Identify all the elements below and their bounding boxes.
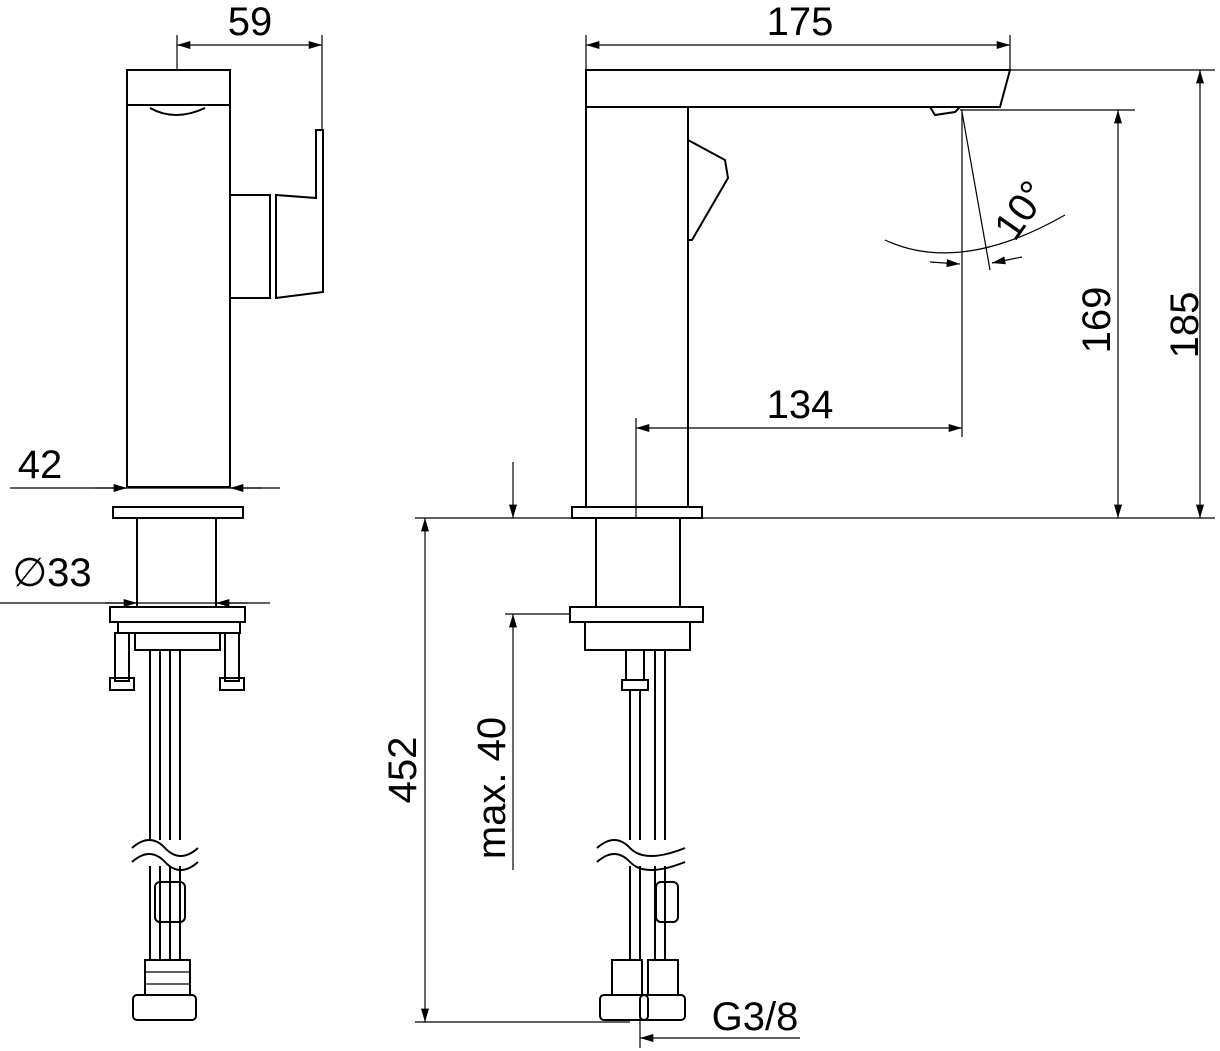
dim-spout-height: 169: [1075, 287, 1119, 354]
dim-spout-reach: 134: [767, 383, 834, 427]
dimension-lines: [0, 35, 1215, 1048]
dim-total-height: 185: [1163, 292, 1207, 359]
dim-max-counter-thickness: max. 40: [470, 717, 514, 859]
dim-hose-length: 452: [381, 737, 425, 804]
dim-connection-thread: G3/8: [712, 995, 799, 1039]
dim-top-width-side: 59: [228, 0, 273, 44]
side-view: [109, 69, 324, 1021]
dim-shank-diameter: ∅33: [12, 551, 91, 595]
dim-body-width: 42: [18, 443, 63, 487]
dim-spray-angle: 10°: [986, 173, 1057, 248]
dim-spout-length: 175: [767, 0, 834, 44]
front-view: [569, 69, 1012, 1021]
